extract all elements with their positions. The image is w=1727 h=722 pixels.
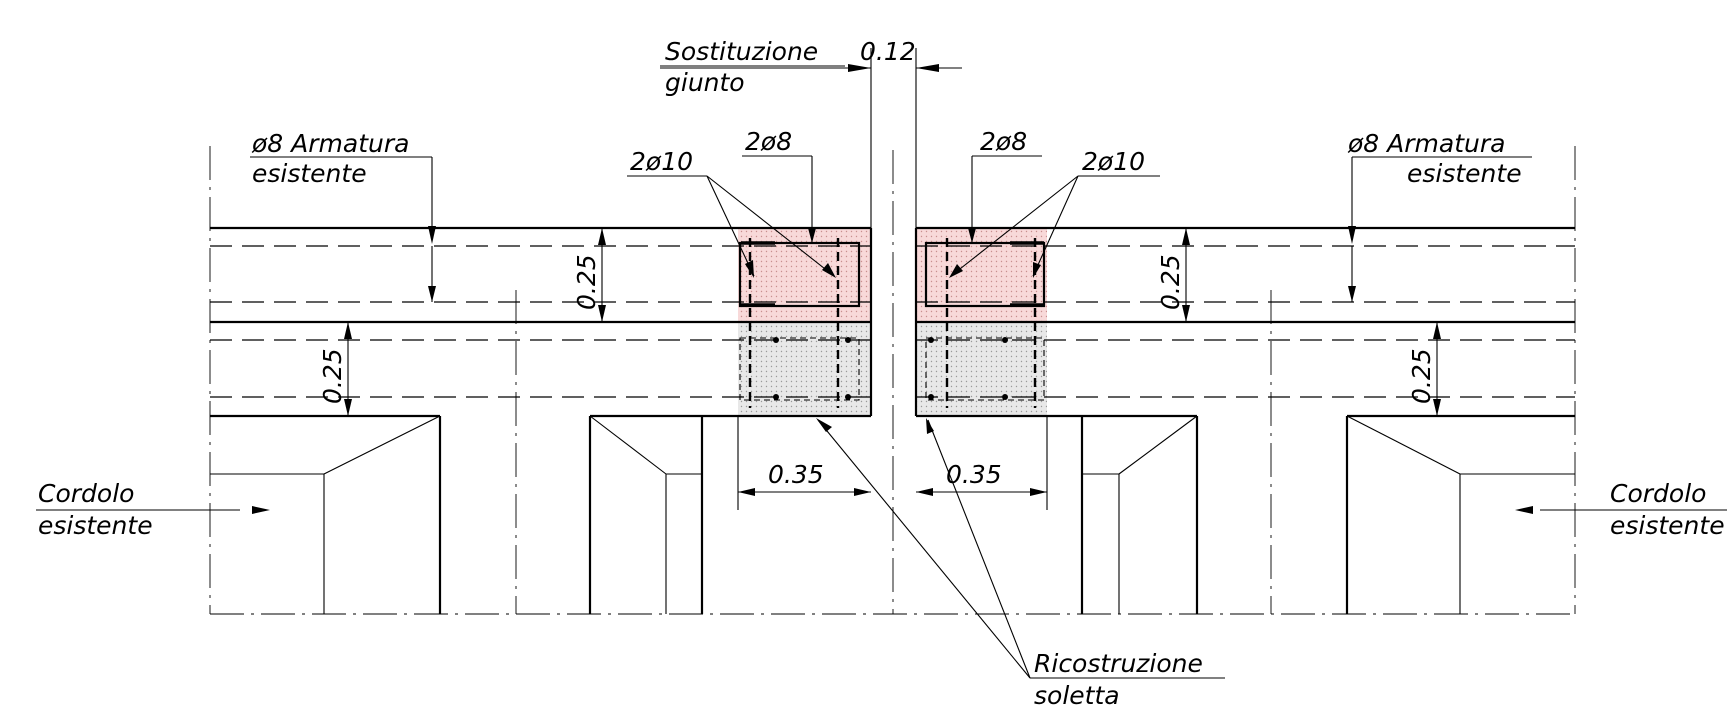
left-bars-side-label: 2ø10 — [630, 147, 693, 176]
right-thickness-dimension-lower — [1433, 322, 1441, 416]
left-thickness-dimension-upper — [598, 228, 606, 322]
joint-width-dimension — [660, 64, 962, 72]
right-lower-reconstruction-zone — [916, 322, 1047, 416]
right-curb-label-line2: esistente — [1610, 511, 1725, 540]
right-rebar-label-line2: esistente — [1407, 159, 1522, 188]
left-curb-label-line2: esistente — [38, 511, 153, 540]
center-lines — [209, 48, 1576, 615]
right-central-beam — [1080, 415, 1199, 614]
right-width-dimension — [916, 416, 1048, 510]
right-thickness-value-lower: 0.25 — [1407, 348, 1436, 404]
left-existing-curb — [210, 415, 442, 614]
right-bars-side-label: 2ø10 — [1082, 147, 1145, 176]
left-central-beam — [588, 415, 704, 614]
existing-reinforcement-lines — [210, 245, 1575, 398]
left-rebar-label-line1: ø8 Armatura — [251, 129, 409, 158]
rebuild-slab-leaders — [816, 418, 1225, 679]
left-width-dimension — [737, 416, 871, 510]
joint-title-line2: giunto — [665, 68, 745, 97]
right-existing-curb — [1345, 415, 1575, 614]
left-curb-label-line1: Cordolo — [38, 479, 134, 508]
right-thickness-value-upper: 0.25 — [1156, 254, 1185, 310]
right-rebar-label-line1: ø8 Armatura — [1347, 129, 1505, 158]
right-curb-label-line1: Cordolo — [1610, 479, 1706, 508]
rebuild-slab-label-line2: soletta — [1034, 681, 1120, 710]
left-new-rebar — [738, 238, 861, 408]
joint-title-line1: Sostituzione — [665, 37, 818, 66]
right-thickness-dimension-upper — [1182, 228, 1190, 322]
left-lower-reconstruction-zone — [738, 322, 871, 416]
right-width-value: 0.35 — [946, 460, 1002, 489]
left-bars-top-label: 2ø8 — [745, 127, 792, 156]
slab-outline — [210, 226, 1575, 418]
left-thickness-dimension-lower — [344, 322, 352, 416]
right-bars-top-label: 2ø8 — [980, 127, 1027, 156]
rebuild-slab-label-line1: Ricostruzione — [1034, 649, 1203, 678]
left-width-value: 0.35 — [768, 460, 824, 489]
left-thickness-value-lower: 0.25 — [318, 348, 347, 404]
left-thickness-value-upper: 0.25 — [572, 254, 601, 310]
joint-width-value: 0.12 — [860, 37, 916, 66]
left-rebar-label-line2: esistente — [252, 159, 367, 188]
